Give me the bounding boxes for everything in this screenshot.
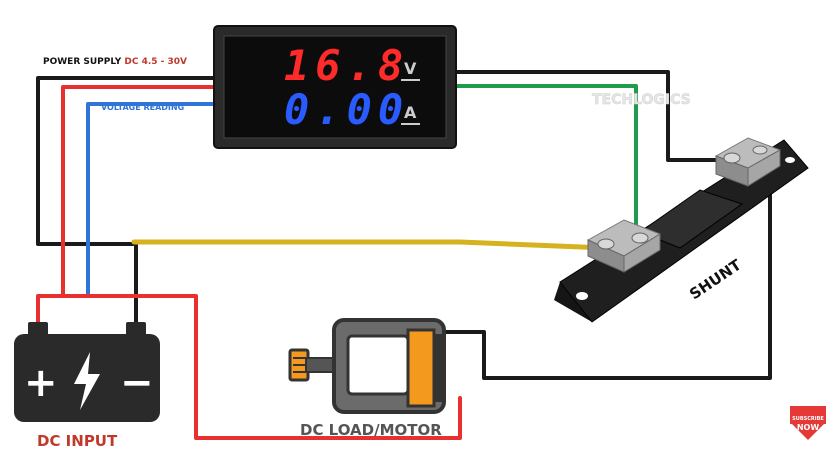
- wire-yellow-shunt: [131, 239, 609, 251]
- voltage-unit: V: [404, 59, 417, 78]
- wire-black-meter-left: [36, 76, 220, 246]
- watermark: TECHLOGICS: [592, 92, 691, 108]
- wire-blue-meter: [86, 102, 220, 298]
- voltage-display: 16.8: [284, 41, 409, 90]
- volt-amp-meter: 16.8 V 0.00 A: [213, 25, 457, 149]
- shunt-label: SHUNT: [686, 255, 745, 303]
- dc-motor: [288, 318, 446, 414]
- current-display: 0.00: [284, 85, 409, 134]
- power-supply-label: POWER SUPPLY DC 4.5 - 30V: [43, 57, 187, 67]
- battery-minus-symbol: −: [120, 360, 154, 406]
- dc-input-label: DC INPUT: [37, 432, 118, 450]
- wire-green-meter-shunt: [450, 84, 638, 242]
- wire-red-battery-positive: [36, 294, 462, 440]
- lightning-icon: [74, 352, 100, 410]
- battery-plus-symbol: +: [24, 360, 58, 406]
- wires: [36, 70, 772, 440]
- battery-terminal-positive: [28, 322, 48, 336]
- wire-black-meter-shunt: [450, 70, 734, 162]
- subscribe-badge-line2: NOW: [797, 423, 819, 432]
- shunt-resistor: [554, 137, 809, 323]
- dc-load-label: DC LOAD/MOTOR: [300, 421, 442, 439]
- subscribe-badge[interactable]: SUBSCRIBE NOW: [790, 406, 826, 440]
- power-supply-range: DC 4.5 - 30V: [124, 57, 187, 67]
- battery-terminal-negative: [126, 322, 146, 336]
- voltage-reading-label: VOLTAGE READING: [101, 103, 184, 112]
- current-unit: A: [404, 103, 417, 122]
- wire-red-meter: [61, 85, 220, 298]
- battery: + −: [14, 322, 160, 422]
- subscribe-badge-line1: SUBSCRIBE: [792, 416, 824, 422]
